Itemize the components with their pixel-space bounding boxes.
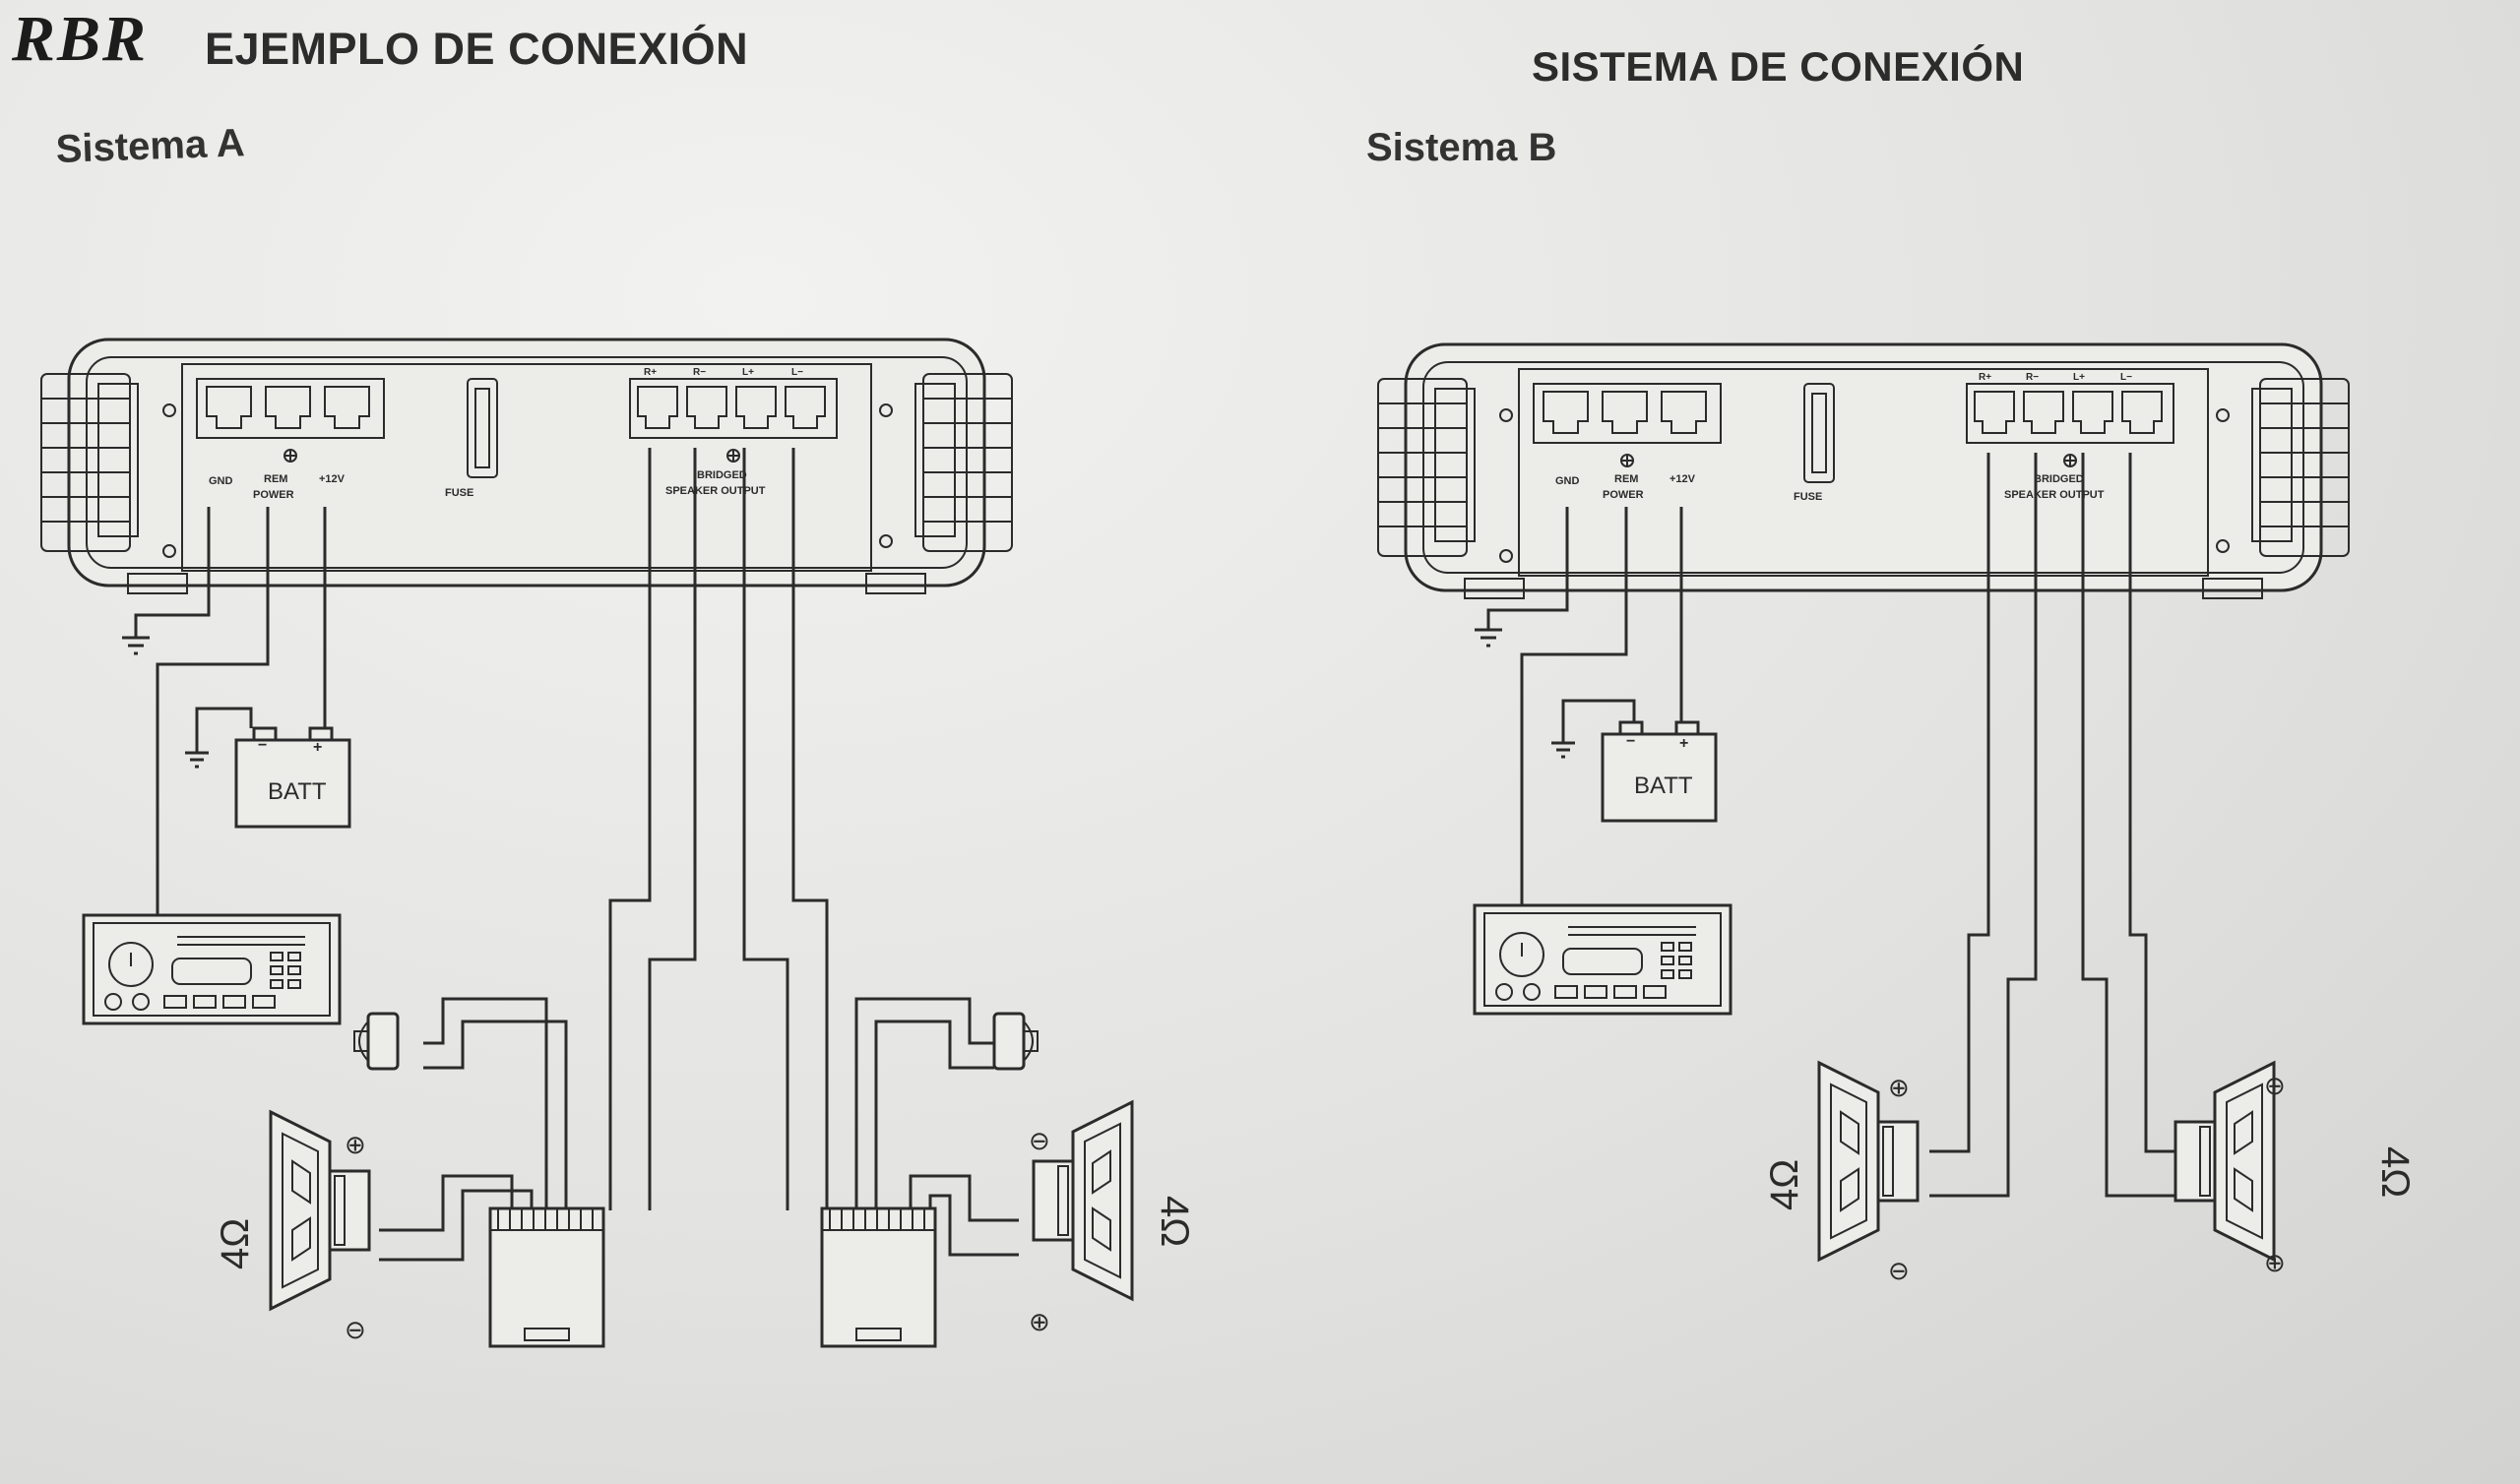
speaker-wire-a3 — [742, 448, 789, 1210]
battery-a — [234, 726, 351, 829]
system-b-diagram: GND REM POWER +12V FUSE R+ R− L+ L− BRID… — [1376, 342, 2417, 1285]
ground-icon — [1551, 741, 1575, 759]
amp-b-bridged-label: BRIDGED — [2034, 473, 2084, 485]
head-unit-b — [1473, 903, 1732, 1016]
crossover-right — [820, 1206, 937, 1348]
tweeter-right — [992, 1012, 1040, 1071]
speaker-left-b-minus: ⊖ — [1888, 1256, 1910, 1285]
speaker-right-b — [2174, 1061, 2276, 1262]
amp-a-power-label: POWER — [253, 489, 294, 501]
speaker-right-a-minus: ⊖ — [1029, 1126, 1050, 1155]
woofer-wire-right-2 — [928, 1194, 1019, 1257]
amp-b-rem-label: REM — [1614, 473, 1638, 485]
speaker-wire-b1 — [1929, 453, 1990, 1153]
batt-gnd-wire-b — [1561, 699, 1636, 743]
speaker-right-a-ohm: 4Ω — [1153, 1196, 1196, 1247]
amp-a-12v-label: +12V — [319, 473, 346, 485]
speaker-left-a-ohm: 4Ω — [214, 1218, 257, 1269]
speaker-right-b-minus: ⊖ — [2264, 1071, 2286, 1100]
speaker-wire-b3 — [2081, 453, 2259, 1198]
crossover-left — [488, 1206, 605, 1348]
speaker-left-b-plus: ⊕ — [1888, 1073, 1910, 1102]
amp-b-speaker-output-label: SPEAKER OUTPUT — [2004, 489, 2105, 501]
brand-logo: RBR — [12, 3, 149, 75]
amp-b-r-minus: R− — [2026, 372, 2039, 383]
amplifier-a — [39, 338, 1014, 595]
gnd-wire-b — [1486, 507, 1569, 630]
woofer-wire-right-1 — [909, 1174, 1019, 1222]
ground-icon — [185, 751, 209, 769]
remote-wire-a — [156, 507, 270, 915]
amp-a-rem-label: REM — [264, 473, 287, 485]
batt-b-label: BATT — [1634, 773, 1693, 799]
amp-b-l-minus: L− — [2120, 372, 2132, 383]
amp-b-fuse-label: FUSE — [1794, 491, 1822, 503]
tweeter-wire-right-2 — [874, 1020, 994, 1208]
amp-a-r-minus: R− — [693, 367, 706, 378]
amp-b-gnd-label: GND — [1555, 475, 1580, 487]
amp-a-speaker-output-label: SPEAKER OUTPUT — [665, 485, 766, 497]
speaker-right-b-plus: ⊕ — [2264, 1248, 2286, 1277]
amp-b-12v-label: +12V — [1670, 473, 1696, 485]
ground-icon — [122, 636, 150, 655]
batt-b-minus: − — [1626, 733, 1635, 750]
speaker-wire-a1 — [608, 448, 652, 1210]
amp-a-bridged-label: BRIDGED — [697, 469, 747, 481]
amp-a-l-minus: L− — [791, 367, 803, 378]
amp-a-l-plus: L+ — [742, 367, 754, 378]
page-title-left: EJEMPLO DE CONEXIÓN — [205, 24, 749, 74]
gnd-wire-a — [134, 507, 211, 638]
speaker-right-b-ohm: 4Ω — [2373, 1146, 2417, 1198]
amp-a-gnd-label: GND — [209, 475, 233, 487]
ground-icon — [1475, 628, 1502, 648]
tweeter-wire-left-1 — [423, 997, 548, 1208]
amplifier-b — [1376, 342, 2351, 600]
remote-wire-b — [1520, 507, 1628, 905]
battery-b — [1601, 720, 1718, 823]
woofer-wire-left-1 — [379, 1174, 514, 1232]
amp-a-r-plus: R+ — [644, 367, 657, 378]
speaker-right-a-plus: ⊕ — [1029, 1307, 1050, 1336]
batt-a-label: BATT — [268, 778, 327, 805]
system-b-label: Sistema B — [1366, 126, 1557, 169]
amp-a-fuse-label: FUSE — [445, 487, 473, 499]
batt-gnd-wire-a — [195, 707, 253, 753]
woofer-wire-left-2 — [379, 1189, 534, 1262]
speaker-left-a-minus: ⊖ — [345, 1315, 366, 1344]
speaker-left-a-plus: ⊕ — [345, 1130, 366, 1159]
batt-a-minus: − — [258, 737, 267, 754]
system-a-diagram: GND REM POWER +12V FUSE R+ R− L+ L− BRID… — [39, 338, 1196, 1348]
batt-a-plus: + — [313, 739, 322, 756]
head-unit-a — [82, 913, 342, 1025]
amp-b-power-label: POWER — [1603, 489, 1644, 501]
speaker-wire-a4 — [791, 448, 829, 1210]
speaker-left-b-ohm: 4Ω — [1763, 1159, 1806, 1210]
amp-b-l-plus: L+ — [2073, 372, 2085, 383]
page-title-right: SISTEMA DE CONEXIÓN — [1532, 43, 2025, 90]
amp-b-r-plus: R+ — [1979, 372, 1991, 383]
tweeter-wire-left-2 — [423, 1020, 568, 1208]
tweeter-left — [352, 1012, 400, 1071]
batt-b-plus: + — [1679, 735, 1688, 752]
tweeter-wire-right-1 — [854, 997, 994, 1208]
speaker-wire-a2 — [648, 448, 697, 1210]
speaker-wire-b2 — [1929, 453, 2038, 1198]
